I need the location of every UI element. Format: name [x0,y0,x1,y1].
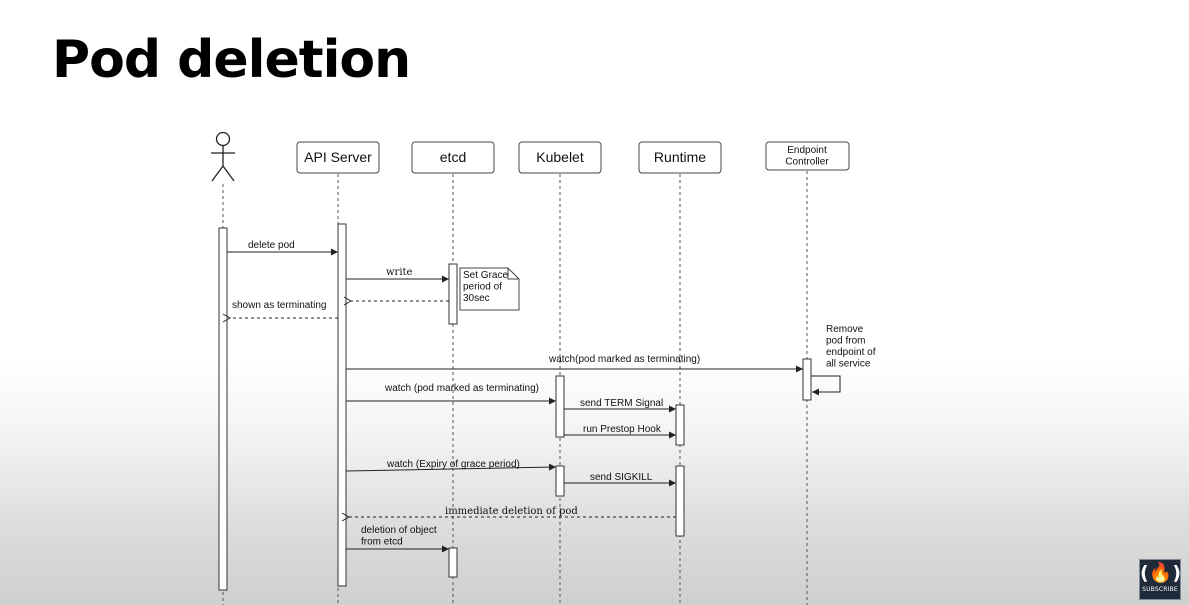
label-immediate-deletion: immediate deletion of pod [445,506,578,517]
freecodecamp-logo[interactable]: (🔥) SUBSCRIBE [1139,559,1181,600]
label-send-sigkill: send SIGKILL [590,472,653,483]
label-watch-expiry: watch (Expiry of grace period) [386,459,520,470]
page-title: Pod deletion [52,30,411,90]
label-watch-kubelet: watch (pod marked as terminating) [384,383,539,394]
arrow-self-remove [811,375,841,396]
participant-label: API Server [304,149,372,165]
participant-api-server: API Server [296,141,380,174]
label-write: write [386,267,413,278]
fire-icon: (🔥) [1140,562,1182,584]
label-run-prestop: run Prestop Hook [583,424,662,435]
arrow-watch-expiry [345,463,557,472]
label-send-term: send TERM Signal [580,398,663,409]
participant-label: etcd [440,149,466,165]
participant-label: Runtime [654,149,706,165]
label-delete-pod: delete pod [248,240,295,251]
participant-kubelet: Kubelet [518,141,602,174]
participant-label: Kubelet [536,149,584,165]
actor-icon [211,131,235,182]
participant-runtime: Runtime [638,141,722,174]
subscribe-caption: SUBSCRIBE [1142,586,1178,593]
activation-bars [218,223,812,591]
label-watch-endpoint: watch(pod marked as terminating) [548,354,700,365]
label-shown-terminating: shown as terminating [232,300,327,311]
participant-etcd: etcd [411,141,495,174]
